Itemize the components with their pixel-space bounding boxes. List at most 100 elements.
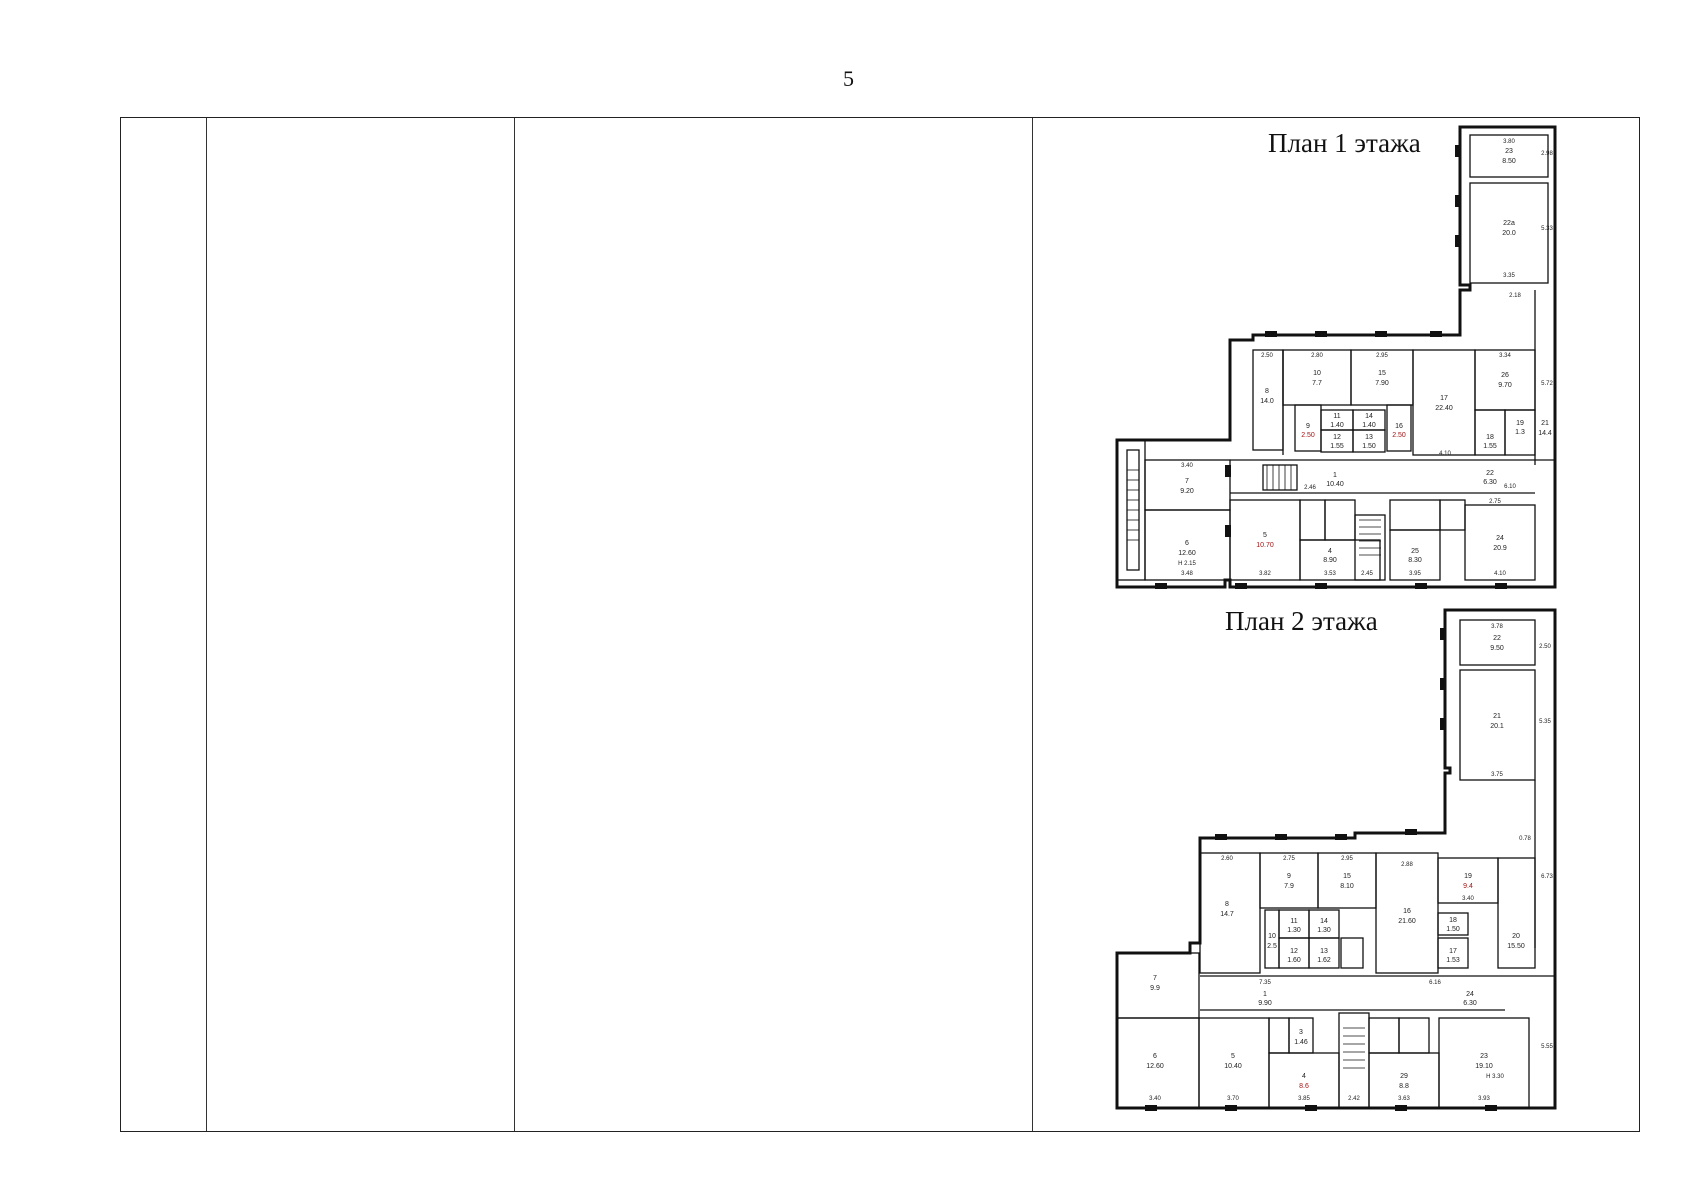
room-number: 13	[1320, 948, 1328, 955]
dimension-label: 5.55	[1541, 1044, 1553, 1050]
dimension-label: 3.40	[1149, 1096, 1161, 1102]
room-area: 19.10	[1475, 1063, 1493, 1070]
table-column-divider-1	[206, 118, 207, 1131]
dimension-label: 2.60	[1221, 856, 1233, 862]
room-area: 1.60	[1287, 957, 1301, 964]
dimension-label: 5.72	[1541, 381, 1553, 387]
room-number: 22	[1486, 470, 1494, 477]
room-area: 21.60	[1398, 918, 1416, 925]
room-number: 22	[1493, 635, 1501, 642]
room-number: 19	[1516, 420, 1524, 427]
room-number: 21	[1541, 420, 1549, 427]
room-area: 20.0	[1502, 230, 1516, 237]
dimension-label: 3.40	[1181, 463, 1193, 469]
room-area: 1.50	[1446, 926, 1460, 933]
dimension-label: 3.75	[1491, 772, 1503, 778]
room-area: 1.55	[1483, 443, 1497, 450]
room-area: 2.50	[1392, 432, 1406, 439]
room-number: 1	[1263, 991, 1267, 998]
room-area: 9.9	[1150, 985, 1160, 992]
room-area: 2.50	[1301, 432, 1315, 439]
floor-plan-2-drawing: 22 9.50 21 20.1 8 14.7 9 7.9 15 8.10 16 …	[1115, 608, 1557, 1111]
room-area: 22.40	[1435, 405, 1453, 412]
room-area: 10.70	[1256, 542, 1274, 549]
dimension-label: 5.35	[1539, 719, 1551, 725]
dimension-label: 3.48	[1181, 571, 1193, 577]
dimension-label: 7.35	[1259, 980, 1271, 986]
room-area: 8.90	[1323, 557, 1337, 564]
dimension-label: 5.33	[1541, 226, 1553, 232]
room-number: 6	[1185, 540, 1189, 547]
room-area: 1.30	[1317, 927, 1331, 934]
room-number: 24	[1496, 535, 1504, 542]
table-column-divider-3	[1032, 118, 1033, 1131]
room-area: 1.40	[1330, 422, 1344, 429]
dimension-label: 2.80	[1311, 353, 1323, 359]
room-area: 1.55	[1330, 443, 1344, 450]
room-area: 10.40	[1224, 1063, 1242, 1070]
dimension-label: 2.50	[1261, 353, 1273, 359]
room-number: 1	[1333, 472, 1337, 479]
dimension-label: 3.35	[1503, 273, 1515, 279]
room-area: 7.90	[1375, 380, 1389, 387]
room-number: 23	[1480, 1053, 1488, 1060]
room-area: 1.40	[1362, 422, 1376, 429]
room-number: 10	[1313, 370, 1321, 377]
room-number: 13	[1365, 434, 1373, 441]
dimension-label: 6.10	[1504, 484, 1516, 490]
dimension-label: 3.95	[1409, 571, 1421, 577]
room-number: 7	[1185, 478, 1189, 485]
room-number: 4	[1328, 548, 1332, 555]
room-number: 7	[1153, 975, 1157, 982]
room-area: 9.20	[1180, 488, 1194, 495]
room-number: 5	[1231, 1053, 1235, 1060]
room-number: 17	[1449, 948, 1457, 955]
floor-plan-1-drawing: 23 8.50 22а 20.0 8 14.0 10 7.7 15 7.90 1…	[1115, 125, 1557, 589]
room-area: 15.50	[1507, 943, 1525, 950]
room-area: 1.62	[1317, 957, 1331, 964]
dimension-label: 3.70	[1227, 1096, 1239, 1102]
room-area: 8.50	[1502, 158, 1516, 165]
dimension-label: 2.75	[1283, 856, 1295, 862]
room-number: 8	[1225, 901, 1229, 908]
dimension-label: 3.93	[1478, 1096, 1490, 1102]
room-number: 8	[1265, 388, 1269, 395]
room-area: 20.9	[1493, 545, 1507, 552]
room-area: 9.4	[1463, 883, 1473, 890]
room-number: 22а	[1503, 220, 1515, 227]
room-number: 14	[1320, 918, 1328, 925]
room-number: 16	[1395, 423, 1403, 430]
room-number: 25	[1411, 548, 1419, 555]
table-column-divider-2	[514, 118, 515, 1131]
room-number: 12	[1333, 434, 1341, 441]
room-number: 17	[1440, 395, 1448, 402]
room-area: 14.4	[1538, 430, 1552, 437]
room-number: 18	[1486, 434, 1494, 441]
room-area: 1.46	[1294, 1039, 1308, 1046]
room-area: 1.50	[1362, 443, 1376, 450]
room-number: 26	[1501, 372, 1509, 379]
room-number: 4	[1302, 1073, 1306, 1080]
room-number: 15	[1343, 873, 1351, 880]
room-area: 12.60	[1146, 1063, 1164, 1070]
dimension-label: 3.53	[1324, 571, 1336, 577]
room-number: 29	[1400, 1073, 1408, 1080]
room-area: 14.0	[1260, 398, 1274, 405]
dimension-label: 2.50	[1539, 644, 1551, 650]
dimension-label: H 2.15	[1178, 561, 1196, 567]
dimension-label: 2.42	[1348, 1096, 1360, 1102]
room-area: 6.30	[1483, 479, 1497, 486]
room-area: 1.53	[1446, 957, 1460, 964]
dimension-label: H 3.30	[1486, 1074, 1504, 1080]
room-number: 16	[1403, 908, 1411, 915]
dimension-label: 6.73	[1541, 874, 1553, 880]
room-number: 12	[1290, 948, 1298, 955]
dimension-label: 3.34	[1499, 353, 1511, 359]
floor-plan-1-title: План 1 этажа	[1268, 128, 1421, 158]
dimension-label: 2.18	[1509, 293, 1521, 299]
dimension-label: 2.88	[1401, 862, 1413, 868]
dimension-label: 2.46	[1304, 485, 1316, 491]
room-number: 24	[1466, 991, 1474, 998]
room-number: 5	[1263, 532, 1267, 539]
room-area: 10.40	[1326, 481, 1344, 488]
